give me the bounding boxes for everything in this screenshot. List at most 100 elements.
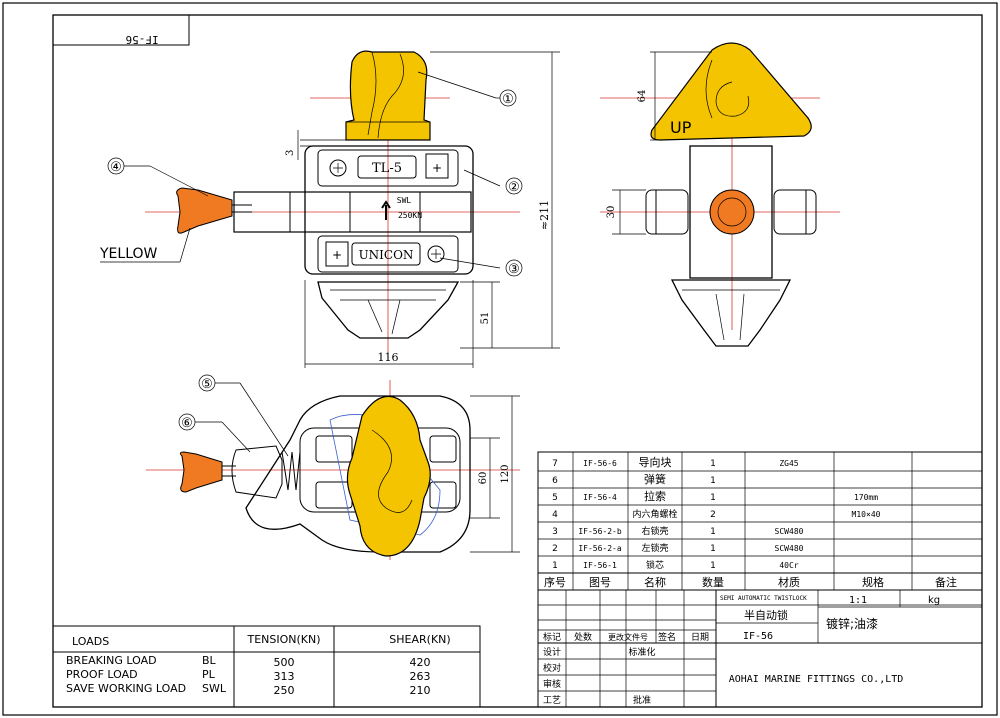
svg-text:4: 4 [552,510,558,520]
inner-frame [52,14,983,708]
svg-text:导向块: 导向块 [639,455,672,469]
svg-text:2: 2 [710,510,716,520]
dim-120: 120 [500,464,511,483]
parts-header: 名称 [644,575,666,589]
svg-text:弹簧: 弹簧 [644,472,666,486]
finish: 镀锌;油漆 [826,617,878,631]
arrow-up-icon [381,200,391,220]
front-dimensions: 3 ≈211 51 116 [285,51,560,368]
twist-head-yellow [346,395,431,557]
svg-text:1: 1 [710,476,716,486]
svg-text:2: 2 [552,544,558,554]
sign-label: 校对 [543,662,561,674]
bolt-head-icon [427,245,445,263]
callouts-front: ① ② ③ ④ YELLOW [99,71,523,277]
svg-text:锁芯: 锁芯 [646,559,664,571]
housing-body [304,145,474,275]
drawing-number-box: IF-56 [52,14,190,46]
svg-text:+: + [332,248,342,262]
side-view: UP 64 30 [600,42,840,347]
dim-60: 60 [478,472,489,485]
callout-4: ④ [110,160,122,175]
svg-text:170mm: 170mm [854,493,878,502]
svg-text:5: 5 [552,493,558,503]
company-name: AOHAI MARINE FITTINGS CO.,LTD [729,674,904,685]
parts-header: 备注 [935,575,957,589]
sign-label: 审核 [543,678,561,690]
loads-header: LOADS [72,635,109,648]
parts-header: 数量 [702,576,724,589]
title-subtitle: SEMI AUTOMATIC TWISTLOCK [720,595,807,602]
title-block: SEMI AUTOMATIC TWISTLOCK 半自动锁 1:1 kg 镀锌;… [537,589,983,708]
dim-116: 116 [378,351,399,364]
dim-64: 64 [637,90,648,103]
parts-header: 材质 [778,575,800,589]
load-row-name: BREAKING LOAD [66,654,157,667]
svg-text:内六角螺栓: 内六角螺栓 [632,508,677,520]
title-drawing-no: IF-56 [743,631,773,642]
dim-211: ≈211 [538,200,551,230]
parts-row: 2 IF-56-2-a 左锁壳 1 SCW480 [552,542,803,554]
svg-text:6: 6 [552,476,558,486]
orange-shaft-end [709,189,755,235]
rev-header: 日期 [691,632,709,643]
load-row-tension: 250 [274,684,295,697]
load-row-tension: 313 [274,670,295,683]
rev-header: 标记 [543,631,561,643]
bottom-cone [317,281,460,339]
parts-list: 序号 图号 名称 数量 材质 规格 备注 7 IF-56-6 导向块 1 ZG4… [537,451,983,591]
callout-5: ⑤ [201,377,213,392]
product-name: 半自动锁 [744,608,788,622]
handle-top-orange [179,451,223,493]
callout-1: ① [502,92,514,107]
dim-3: 3 [285,150,296,156]
sign-label: 标准化 [628,646,655,658]
svg-text:SCW480: SCW480 [775,544,804,553]
top-cone-side-yellow [650,42,812,141]
parts-header: 图号 [589,576,611,589]
load-row-tension: 500 [274,656,295,669]
rev-header: 更改文件号 [608,632,648,642]
load-row-shear: 263 [410,670,431,683]
load-row-name: SAVE WORKING LOAD [66,682,186,695]
drawing-number-mirrored: IF-56 [125,33,158,46]
svg-text:M10×40: M10×40 [852,510,881,519]
svg-text:1: 1 [710,527,716,537]
svg-text:1: 1 [710,561,716,571]
svg-text:1: 1 [710,459,716,469]
sign-label: 批准 [633,694,651,706]
load-row-shear: 420 [410,656,431,669]
parts-header: 规格 [862,575,884,589]
tension-header: TENSION(KN) [246,633,320,646]
svg-text:右锁壳: 右锁壳 [641,525,668,537]
svg-text:40Cr: 40Cr [779,561,798,570]
load-row-code: SWL [202,682,227,695]
top-view: 60 120 ⑤ ⑥ [146,374,520,560]
parts-row: 7 IF-56-6 导向块 1 ZG45 [552,455,799,469]
load-row-code: PL [202,668,216,681]
svg-text:1: 1 [552,561,558,571]
callout-2: ② [508,180,520,195]
dim-30: 30 [606,206,617,219]
svg-text:拉索: 拉索 [644,489,666,503]
svg-text:IF-56-2-a: IF-56-2-a [578,544,622,553]
top-cone-yellow [345,50,431,141]
svg-text:IF-56-6: IF-56-6 [583,459,617,468]
svg-text:SCW480: SCW480 [775,527,804,536]
scale: 1:1 [849,595,867,606]
sign-label: 设计 [543,646,561,658]
weight-unit: kg [928,595,940,606]
loads-table: LOADS TENSION(KN) SHEAR(KN) BREAKING LOA… [52,625,481,708]
parts-row: 5 IF-56-4 拉索 1 170mm [552,489,878,503]
handle-orange [176,187,233,234]
rev-header: 处数 [574,631,592,643]
part-tag: TL-5 [372,161,402,176]
load-row-name: PROOF LOAD [66,668,138,681]
svg-text:ZG45: ZG45 [779,459,798,468]
sign-label: 工艺 [543,695,561,706]
svg-text:3: 3 [552,527,558,537]
load-row-shear: 210 [410,684,431,697]
up-marking: UP [670,118,692,137]
